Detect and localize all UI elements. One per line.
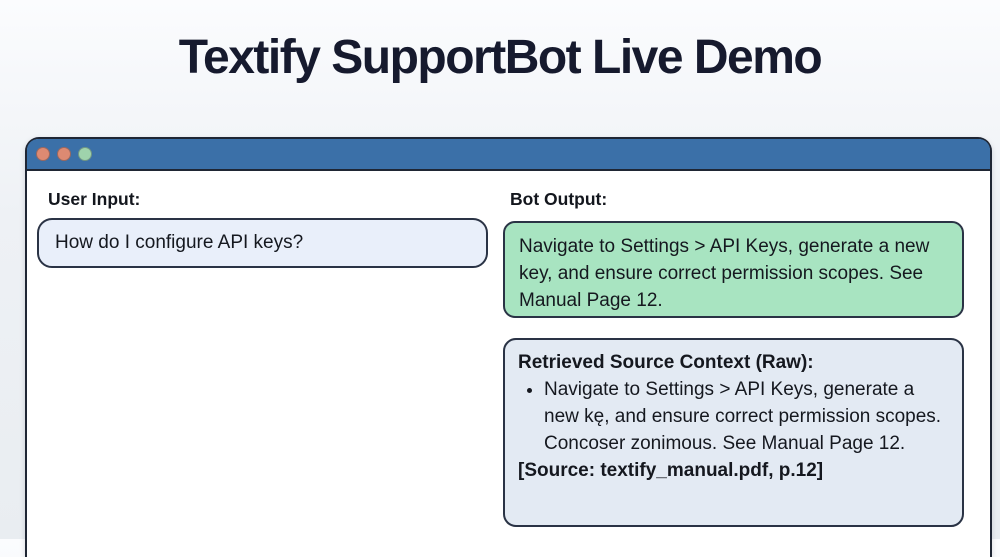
window-titlebar xyxy=(27,139,990,171)
zoom-window-icon[interactable] xyxy=(78,147,92,161)
retrieved-source-context-panel: Retrieved Source Context (Raw): Navigate… xyxy=(503,338,964,527)
minimize-window-icon[interactable] xyxy=(57,147,71,161)
app-window: User Input: Bot Output: Navigate to Sett… xyxy=(25,137,992,557)
source-context-heading: Retrieved Source Context (Raw): xyxy=(518,352,814,373)
source-context-bullet: Navigate to Settings > API Keys, generat… xyxy=(544,376,949,457)
bot-output-label: Bot Output: xyxy=(510,189,608,209)
source-citation: [Source: textify_manual.pdf, p.12] xyxy=(518,460,824,481)
close-window-icon[interactable] xyxy=(36,147,50,161)
user-input-label: User Input: xyxy=(48,189,141,209)
page-title: Textify SupportBot Live Demo xyxy=(178,31,823,84)
source-context-list: Navigate to Settings > API Keys, generat… xyxy=(518,376,949,457)
user-input-field[interactable] xyxy=(37,218,488,268)
bot-output-message: Navigate to Settings > API Keys, generat… xyxy=(503,221,964,318)
